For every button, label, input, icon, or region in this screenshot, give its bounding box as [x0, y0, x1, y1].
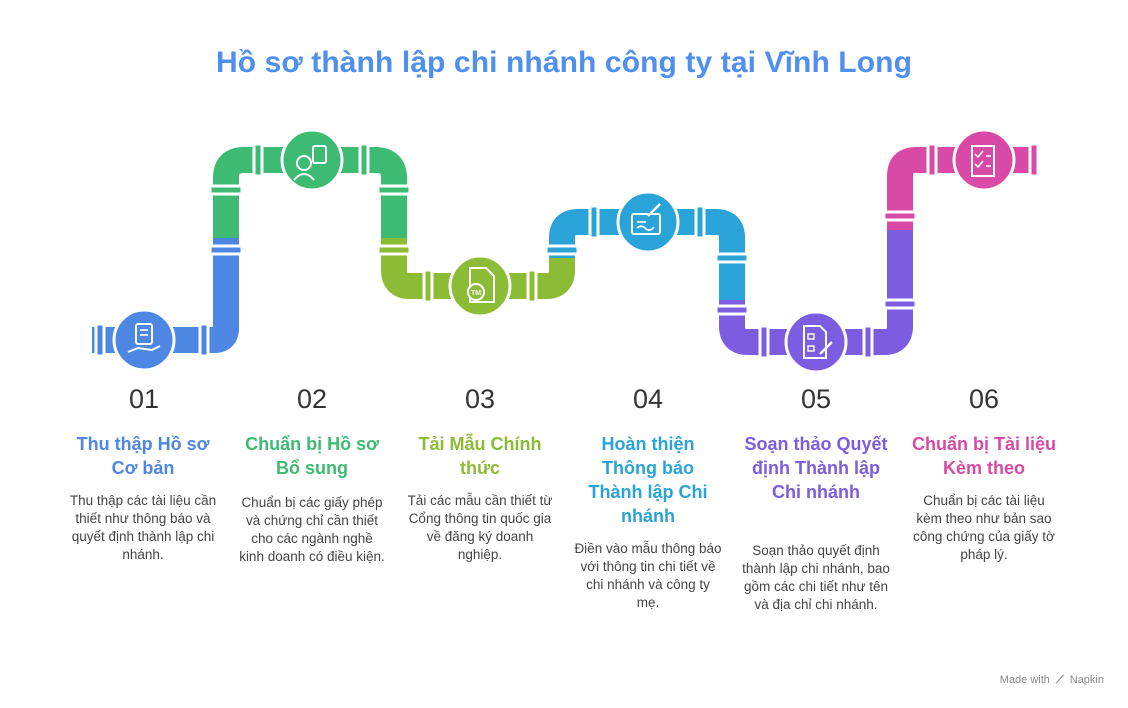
- footer-brand: Napkin: [1069, 674, 1104, 686]
- signed-form-icon: [616, 190, 680, 254]
- pipe-flanges: [94, 142, 1040, 360]
- worker-clipboard-icon: [280, 128, 344, 192]
- step-1-title: Thu thập Hồ sơ Cơ bản: [76, 434, 210, 478]
- footer-attribution: Made with ⟋ Napkin: [1000, 674, 1104, 687]
- napkin-logo-icon: ⟋: [1055, 674, 1064, 686]
- step-3-title: Tải Mẫu Chính thức: [418, 434, 542, 478]
- footer-made-with: Made with: [999, 674, 1050, 686]
- pipe-segment-1: [92, 238, 239, 353]
- step-6-description: Chuẩn bị các tài liệu kèm theo như bản s…: [913, 493, 1055, 562]
- step-6-title: Chuẩn bị Tài liệu Kèm theo: [911, 434, 1056, 478]
- step-2-description: Chuẩn bị các giấy phép và chứng chỉ cần …: [239, 495, 385, 564]
- step-1-description: Thu thập các tài liệu cần thiết như thôn…: [69, 493, 217, 562]
- step-4-number: 04: [632, 384, 664, 414]
- step-4-description: Điền vào mẫu thông báo với thông tin chi…: [574, 541, 722, 610]
- document-hand-icon: [112, 308, 176, 372]
- step-6-number: 06: [968, 384, 1000, 414]
- step-2-number: 02: [296, 384, 328, 414]
- step-1-number: 01: [128, 384, 160, 414]
- step-5-description: Soạn thảo quyết định thành lập chi nhánh…: [742, 543, 890, 612]
- pipe-segment-6: [887, 147, 1038, 230]
- checklist-icon: [952, 128, 1016, 192]
- page-title: Hồ sơ thành lập chi nhánh công ty tại Vĩ…: [215, 46, 913, 79]
- step-3-description: Tải các mẫu cần thiết từ Cổng thông tin …: [407, 493, 553, 562]
- step-5-number: 05: [800, 384, 832, 414]
- step-5-title: Soạn thảo Quyết định Thành lập Chi nhánh: [744, 434, 888, 502]
- flowchart-edit-icon: [784, 310, 848, 374]
- trademark-document-icon: TM: [448, 254, 512, 318]
- step-2-title: Chuẩn bị Hồ sơ Bổ sung: [245, 434, 379, 478]
- step-4-title: Hoàn thiện Thông báo Thành lập Chi nhánh: [588, 434, 708, 526]
- svg-text:TM: TM: [471, 290, 481, 297]
- step-3-number: 03: [464, 384, 496, 414]
